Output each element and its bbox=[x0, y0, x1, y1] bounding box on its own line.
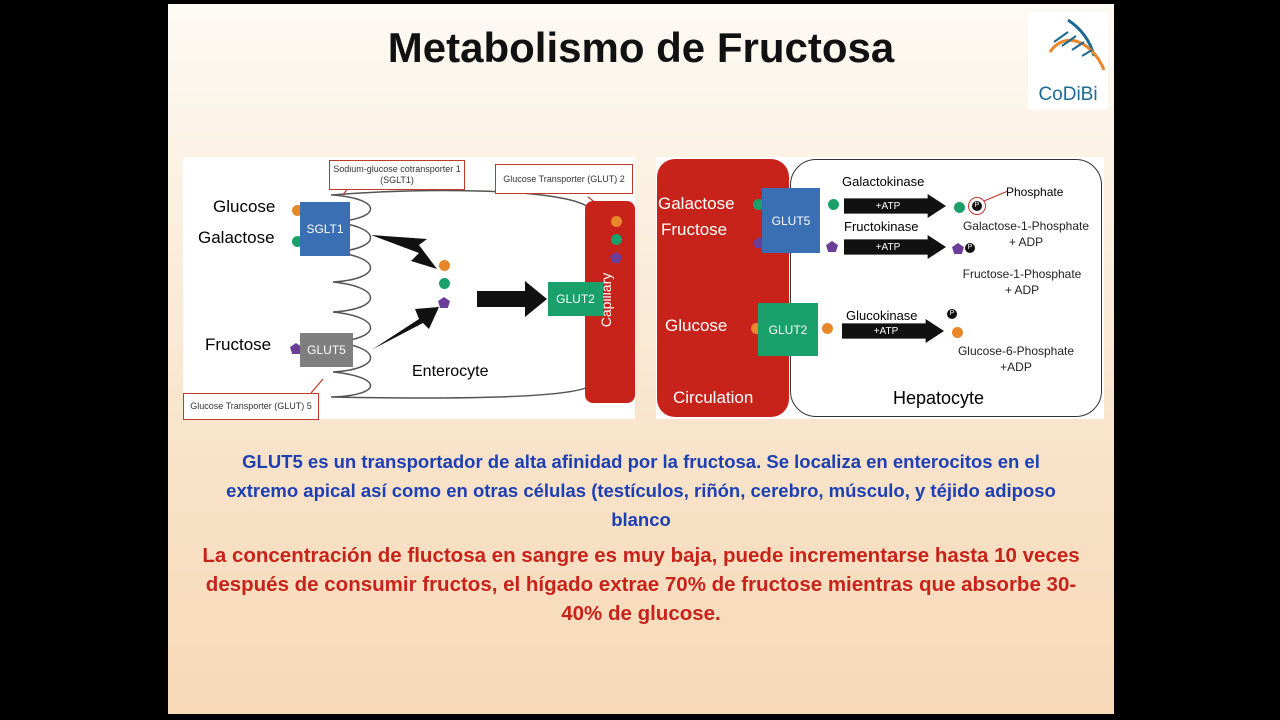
label-glucokinase: Glucokinase bbox=[846, 308, 918, 323]
p-symbol-2: P bbox=[967, 244, 973, 251]
label-glucose-6-phosphate: Glucose-6-Phosphate +ADP bbox=[946, 343, 1086, 375]
circ-galactose-dot bbox=[753, 199, 764, 210]
glucose-6p-dot bbox=[952, 327, 963, 338]
sglt1-transporter: SGLT1 bbox=[300, 202, 350, 256]
glut5-description: GLUT5 es un transportador de alta afinid… bbox=[226, 451, 1056, 530]
label-glucose-circ: Glucose bbox=[665, 316, 728, 335]
callout-glut5: Glucose Transporter (GLUT) 5 bbox=[183, 393, 319, 420]
glucose-p-icon: P bbox=[947, 309, 957, 319]
galactose-1p-dot bbox=[954, 202, 965, 213]
p-symbol: P bbox=[974, 202, 980, 209]
glut2-transporter: GLUT2 bbox=[548, 282, 603, 316]
center-fructose-pentagon bbox=[438, 297, 450, 308]
fructose-1p-pentagon bbox=[952, 243, 964, 254]
label-galactose-1-phosphate: Galactose-1-Phosphate + ADP bbox=[956, 218, 1096, 250]
hep-glucose-dot bbox=[822, 323, 833, 334]
label-fructose-1-phosphate: Fructose-1-Phosphate + ADP bbox=[952, 266, 1092, 298]
adp-text-1: + ADP bbox=[1008, 235, 1044, 249]
capillary-galactose-dot bbox=[611, 234, 622, 245]
fructose-p-icon: P bbox=[965, 243, 975, 253]
label-galactose: Galactose bbox=[198, 228, 275, 247]
slide: Metabolismo de Fructosa CoDiBi Sodium-gl… bbox=[168, 4, 1114, 714]
enterocyte-panel: Sodium-glucose cotransporter 1 (SGLT1) G… bbox=[183, 157, 635, 420]
phosphate-pointer bbox=[984, 190, 1009, 202]
glut2-hepatocyte: GLUT2 bbox=[758, 303, 818, 356]
label-galactokinase: Galactokinase bbox=[842, 174, 925, 189]
hepatocyte-cell bbox=[790, 159, 1102, 417]
dna-helix-icon bbox=[1048, 18, 1106, 71]
phosphate-p-icon: P bbox=[972, 201, 982, 211]
glut5-hepatocyte: GLUT5 bbox=[762, 188, 820, 253]
label-galactose-circ: Galactose bbox=[658, 194, 735, 213]
glucose-6-phosphate-text: Glucose-6-Phosphate bbox=[957, 344, 1075, 358]
hep-fructose-pentagon bbox=[826, 241, 838, 252]
hep-galactose-dot bbox=[828, 199, 839, 210]
fructose-1-phosphate-text: Fructose-1-Phosphate bbox=[962, 267, 1082, 281]
glucose-dot bbox=[292, 205, 303, 216]
slide-title: Metabolismo de Fructosa bbox=[387, 24, 895, 71]
phosphate-circle bbox=[968, 197, 986, 215]
adp-text-3: +ADP bbox=[1000, 360, 1032, 374]
fructose-concentration-text: La concentración de fluctosa en sangre e… bbox=[202, 544, 1080, 625]
galactose-dot bbox=[292, 236, 303, 247]
logo: CoDiBi bbox=[1028, 12, 1108, 110]
capillary-fructose-pentagon bbox=[610, 252, 622, 263]
label-fructose: Fructose bbox=[205, 335, 272, 354]
fructose-pentagon bbox=[290, 343, 302, 354]
capillary-glucose-dot bbox=[611, 216, 622, 227]
galactose-1-phosphate-text: Galactose-1-Phosphate bbox=[962, 219, 1090, 233]
label-hepatocyte: Hepatocyte bbox=[893, 388, 985, 408]
adp-text-2: + ADP bbox=[1004, 283, 1040, 297]
label-enterocyte: Enterocyte bbox=[412, 363, 489, 380]
circ-glucose-dot bbox=[751, 323, 762, 334]
hepatocyte-panel: Galactose Fructose Glucose Circulation G… bbox=[656, 157, 1104, 419]
label-fructokinase: Fructokinase bbox=[844, 219, 919, 234]
label-circulation: Circulation bbox=[673, 388, 754, 407]
p-symbol-3: P bbox=[949, 310, 955, 317]
callout-glut2: Glucose Transporter (GLUT) 2 bbox=[495, 164, 633, 194]
center-galactose-dot bbox=[439, 278, 450, 289]
center-glucose-dot bbox=[439, 260, 450, 271]
label-phosphate: Phosphate bbox=[1006, 185, 1064, 199]
logo-text: CoDiBi bbox=[1038, 84, 1098, 105]
callout-sglt1: Sodium-glucose cotransporter 1 (SGLT1) bbox=[329, 160, 465, 190]
circ-fructose-pentagon bbox=[753, 237, 765, 248]
label-glucose: Glucose bbox=[213, 197, 276, 216]
label-fructose-circ: Fructose bbox=[661, 220, 728, 239]
glut5-transporter: GLUT5 bbox=[300, 333, 353, 367]
